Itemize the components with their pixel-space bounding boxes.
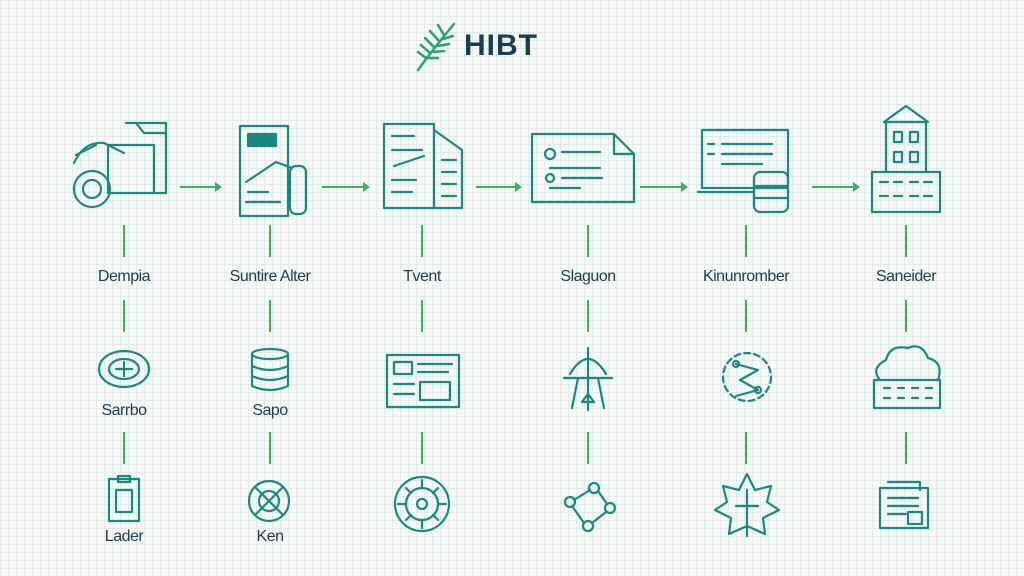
gear-wheel-icon (393, 475, 451, 533)
document-printer-icon (878, 480, 930, 530)
flow-arrow (812, 182, 860, 192)
connector-line (587, 225, 589, 257)
molecule-network-icon (563, 481, 617, 533)
step-label: Slaguon (560, 268, 616, 285)
connector-line (745, 300, 747, 332)
connector-line (421, 432, 423, 464)
step-label: Saneider (875, 268, 937, 285)
connector-line (123, 225, 125, 257)
laptop-database-icon (696, 128, 790, 214)
dashboard-panel-icon (385, 353, 461, 409)
leaf-circuit-icon (713, 472, 781, 538)
database-stack-icon (250, 347, 290, 392)
connector-line (123, 432, 125, 464)
logo-text: HIBT (464, 29, 538, 62)
connector-line (123, 300, 125, 332)
connector-line (905, 432, 907, 464)
card-document-icon (530, 132, 636, 204)
step-label: Kinunromber (702, 268, 790, 285)
step-label: Ken (256, 528, 284, 545)
gear-circle-icon (247, 479, 291, 523)
flow-arrow (322, 182, 370, 192)
flow-arrow (476, 182, 522, 192)
connector-line (421, 300, 423, 332)
step-label: Sarrbo (101, 402, 147, 419)
connector-line (587, 300, 589, 332)
flow-arrow (640, 182, 688, 192)
building-tower-icon (870, 104, 942, 214)
document-book-icon (382, 122, 464, 210)
fern-leaf-icon (416, 22, 456, 72)
flow-arrow (180, 182, 222, 192)
connector-line (269, 432, 271, 464)
connector-line (905, 300, 907, 332)
connector-line (587, 432, 589, 464)
document-pen-icon (238, 124, 308, 218)
step-label: Sapo (252, 402, 288, 419)
connector-line (269, 225, 271, 257)
step-label: Dempia (97, 268, 151, 285)
clipboard-icon (107, 474, 141, 523)
step-label: Suntire Alter (229, 268, 311, 285)
chip-disc-icon (97, 349, 151, 389)
tower-antenna-icon (562, 346, 614, 412)
machine-hand-icon (72, 121, 168, 209)
cloud-city-icon (872, 345, 942, 410)
logo: HIBT (414, 20, 538, 72)
connector-line (905, 225, 907, 257)
connector-line (269, 300, 271, 332)
step-label: Tvent (403, 268, 441, 285)
connector-line (745, 225, 747, 257)
connector-line (745, 432, 747, 464)
step-label: Lader (104, 528, 144, 545)
connector-line (421, 225, 423, 257)
circular-network-icon (721, 351, 773, 403)
